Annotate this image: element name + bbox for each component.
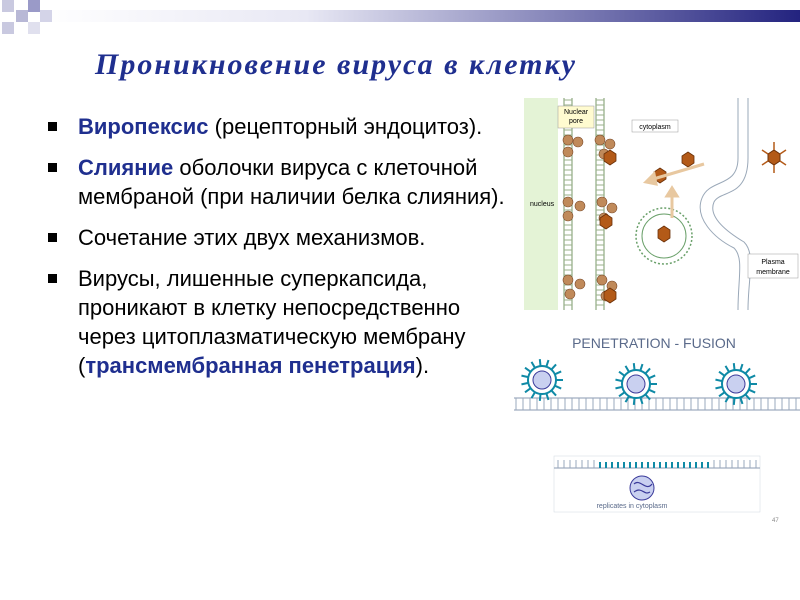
cytoplasm-label-box xyxy=(631,119,679,133)
highlighted-term: трансмембранная пенетрация xyxy=(85,353,416,378)
bullet-item: Виропексис (рецепторный эндоцитоз). xyxy=(48,112,508,141)
decor-square xyxy=(28,22,40,34)
nuclear-pore-label: pore xyxy=(569,118,583,125)
flow-arrows xyxy=(642,162,705,218)
endocytosis-diagram: Nuclear pore nucleus cytoplasm xyxy=(524,98,800,310)
bullet-marker-icon xyxy=(48,163,57,172)
nucleus-label: nucleus xyxy=(530,201,555,208)
highlighted-term: Виропексис xyxy=(78,114,209,139)
cytoplasm-label: cytoplasm xyxy=(639,124,671,131)
released-nucleocapsid xyxy=(629,475,655,501)
enveloped-virus xyxy=(715,363,757,405)
bullet-item: Вирусы, лишенные суперкапсида, проникают… xyxy=(48,264,508,380)
bullet-text: ). xyxy=(415,353,430,378)
highlighted-term: Слияние xyxy=(78,155,174,180)
fusion-diagram: PENETRATION - FUSION replicates in cytop… xyxy=(514,335,800,524)
bullet-marker-icon xyxy=(48,122,57,131)
bullet-item: Слияние оболочки вируса с клеточной мемб… xyxy=(48,153,508,211)
endosome-inner xyxy=(641,213,687,259)
pore-complex-cluster xyxy=(562,134,618,302)
plasma-membrane-label: membrane xyxy=(756,269,790,276)
nuclear-pore-label-box xyxy=(557,105,595,129)
header-gradient-bar xyxy=(0,0,800,40)
fused-membrane-spikes xyxy=(557,460,757,468)
enveloped-virus xyxy=(615,363,657,405)
plasma-membrane-label: Plasma xyxy=(761,259,784,266)
bullet-item: Сочетание этих двух механизмов. xyxy=(48,223,508,252)
slide-title: Проникновение вируса в клетку xyxy=(95,48,577,81)
decor-square xyxy=(2,22,14,34)
bullet-text: Сочетание этих двух механизмов. xyxy=(78,225,426,250)
nucleus-region xyxy=(524,98,558,310)
header-decoration xyxy=(40,10,800,22)
decor-square xyxy=(2,0,14,12)
endosome-vesicle xyxy=(635,207,693,265)
enveloped-virus xyxy=(521,359,563,401)
bullet-marker-icon xyxy=(48,274,57,283)
membrane-proteins xyxy=(515,398,797,410)
virus-particle xyxy=(599,149,695,304)
replicates-caption: replicates in cytoplasm xyxy=(597,503,668,510)
nuclear-pore-label: Nuclear xyxy=(564,109,589,116)
bullet-list: Виропексис (рецепторный эндоцитоз). Слиян… xyxy=(48,112,508,392)
page-number: 47 xyxy=(772,518,779,524)
decor-square xyxy=(16,10,28,22)
bullet-marker-icon xyxy=(48,233,57,242)
plasma-membrane-label-box xyxy=(747,253,799,279)
decor-square xyxy=(28,0,40,12)
bullet-text: оболочки вируса с клеточной мембраной (п… xyxy=(78,155,505,209)
enveloped-virus xyxy=(761,142,787,173)
decor-square xyxy=(40,10,52,22)
bullet-text: Вирусы, лишенные суперкапсида, проникают… xyxy=(78,266,466,378)
bullet-text: (рецепторный эндоцитоз). xyxy=(208,114,483,139)
fusion-title: PENETRATION - FUSION xyxy=(572,335,736,351)
